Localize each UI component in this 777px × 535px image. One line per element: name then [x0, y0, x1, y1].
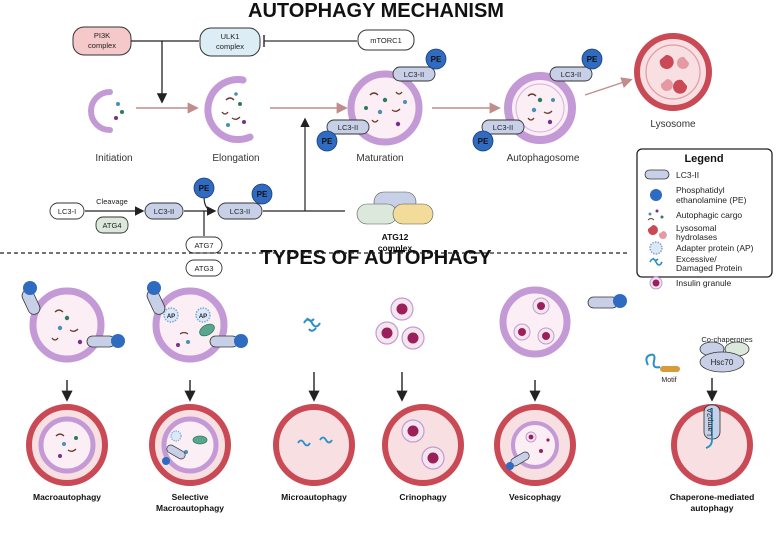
legend-panel: Legend LC3-II Phosphatidyl ethanolamine … [636, 148, 773, 278]
legend-item-label: LC3-II [676, 170, 699, 180]
cochaperones-label: Co-chaperones [701, 335, 753, 344]
micro-lysosome [273, 404, 355, 486]
atg12-label-1: ATG12 [382, 232, 409, 242]
legend-item-label: Excessive/ [676, 254, 717, 264]
elongation-phagophore [204, 76, 254, 144]
vesico-vesicle [499, 286, 627, 358]
mtorc1-label: mTORC1 [370, 36, 402, 45]
ulk1-complex: ULK1 complex [199, 27, 261, 57]
type-label-selective-1: Selective [172, 492, 209, 502]
atg3-box: ATG3 [185, 259, 223, 277]
type-label-macro: Macroautophagy [33, 492, 101, 502]
pe-label: PE [431, 55, 442, 64]
pe-label: PE [322, 137, 333, 146]
pi3k-label-2: complex [88, 41, 116, 50]
atg12-label-2: complex [378, 243, 413, 253]
hsc70-label: Hsc70 [711, 358, 734, 367]
autophagosome-vesicle [504, 72, 576, 144]
selective-lysosome [149, 404, 231, 486]
autophagosome-lc3-top: LC3-II PE [549, 48, 603, 82]
stage-maturation-label: Maturation [356, 153, 403, 164]
maturation-lc3-top: LC3-II PE [392, 48, 447, 82]
type-label-micro: Microautophagy [281, 492, 347, 502]
stage-initiation-label: Initiation [95, 153, 132, 164]
stage-elongation-label: Elongation [212, 153, 259, 164]
ulk1-label-2: complex [216, 42, 244, 51]
arrow-autophagosome-lysosome [584, 77, 633, 96]
lysosome [634, 33, 712, 111]
legend-item-label: ethanolamine (PE) [676, 195, 747, 205]
lc3-ii-label: LC3-II [154, 207, 174, 216]
lc3-label: LC3-II [338, 123, 358, 132]
pi3k-complex: PI3K complex [72, 26, 132, 56]
legend-item-label: hydrolases [676, 232, 717, 242]
cma-complex [645, 341, 750, 373]
pe-label: PE [257, 190, 268, 199]
legend-lc3-swatch [644, 169, 670, 180]
legend-hydrolase-swatch [647, 225, 667, 239]
lc3-ii-box: LC3-II [144, 202, 184, 220]
signal-arrow [131, 40, 168, 104]
initiation-phagophore [88, 89, 124, 133]
ulk1-label-1: ULK1 [221, 32, 240, 41]
legend-item-label: Autophagic cargo [676, 210, 742, 220]
motif-label: Motif [661, 377, 676, 384]
atg7-label: ATG7 [194, 241, 213, 250]
pe-label: PE [478, 137, 489, 146]
type-label-vesico: Vesicophagy [509, 492, 561, 502]
lc3-i-label: LC3-I [58, 207, 76, 216]
stage-lysosome-label: Lysosome [650, 119, 696, 130]
legend-protein-swatch [649, 257, 663, 266]
lc3-i-box: LC3-I [49, 202, 85, 220]
types-title: TYPES OF AUTOPHAGY [260, 247, 492, 269]
lc3-label: LC3-II [230, 207, 250, 216]
legend-insulin-row: Insulin granule [649, 276, 732, 290]
atg12-complex [356, 191, 434, 225]
ap-label: AP [167, 314, 175, 320]
mechanism-title: AUTOPHAGY MECHANISM [248, 0, 504, 22]
atg7-box: ATG7 [185, 236, 223, 254]
type-label-crino: Crinophagy [399, 492, 446, 502]
type-label-cma-1: Chaperone-mediated [670, 492, 755, 502]
type-label-cma-2: autophagy [691, 503, 734, 513]
legend-item-label: Lysosomal [676, 223, 716, 233]
cma-lysosome [671, 404, 753, 486]
lc3-label: LC3-II [404, 70, 424, 79]
pe-label: PE [587, 55, 598, 64]
lc3-ii-pe-box: LC3-II PE [217, 183, 273, 220]
legend-item-label: Insulin granule [676, 278, 732, 288]
micro-protein [303, 317, 321, 332]
crino-lysosome [382, 404, 464, 486]
atg4-label: ATG4 [102, 221, 121, 230]
atg3-label: ATG3 [194, 264, 213, 273]
mtorc1-box: mTORC1 [357, 29, 415, 51]
lc3-label: LC3-II [561, 70, 581, 79]
legend-pe-swatch [650, 189, 662, 201]
selective-autophagosome: AP AP [146, 281, 248, 363]
macro-lysosome [26, 404, 108, 486]
legend-item-label: Adapter protein (AP) [676, 243, 754, 253]
autophagosome-lc3-bottom: LC3-II PE [472, 119, 525, 152]
legend-adapter-swatch [649, 241, 663, 255]
cleavage-label: Cleavage [96, 197, 128, 206]
crino-granules [375, 297, 425, 350]
legend-item-label: Phosphatidyl [676, 185, 725, 195]
atg4-box: ATG4 [95, 216, 129, 234]
vesico-lysosome [494, 404, 576, 486]
legend-item-label: Damaged Protein [676, 263, 742, 273]
pi3k-label-1: PI3K [94, 31, 110, 40]
maturation-lc3-bottom: LC3-II PE [316, 119, 370, 152]
legend-title: Legend [684, 153, 723, 165]
ap-label: AP [199, 314, 207, 320]
lamp2a-label: Lamp2A [705, 408, 714, 436]
lc3-label: LC3-II [493, 123, 513, 132]
pe-free: PE [193, 177, 215, 199]
legend-cargo-swatch [647, 209, 664, 221]
stage-autophagosome-label: Autophagosome [507, 153, 580, 164]
pe-label: PE [199, 184, 210, 193]
type-label-selective-2: Macroautophagy [156, 503, 224, 513]
macro-autophagosome [21, 281, 125, 363]
